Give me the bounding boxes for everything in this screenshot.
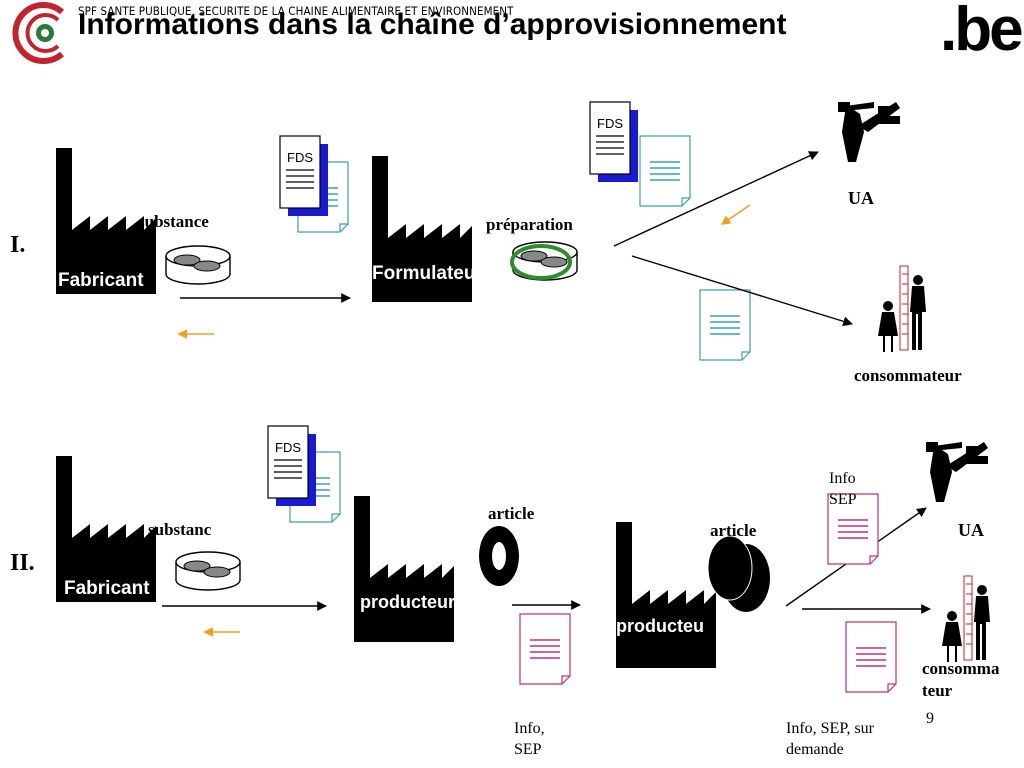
fabricant-label: Fabricant (58, 270, 144, 291)
fds-label: FDS (597, 116, 623, 131)
preparation-label: préparation (486, 215, 573, 234)
worker-icon (838, 102, 900, 162)
ua-label: UA (958, 520, 984, 540)
info-sep-demand-note: Info, SEP, sur demande (786, 720, 875, 758)
article-label: article (488, 504, 535, 523)
health-ministry-logo (12, 2, 64, 64)
document-icon (845, 621, 897, 693)
family-icon (941, 575, 991, 663)
section-one-label: I. (10, 232, 26, 258)
fabricant-label: Fabricant (64, 578, 150, 599)
substance-label: substance (138, 212, 209, 231)
section-two-label: II. (10, 550, 35, 576)
info-sep-note: Info SEP (829, 470, 857, 508)
selection-ring (510, 244, 572, 280)
feedback-arrow (720, 204, 751, 225)
fds-label: FDS (275, 440, 301, 455)
flow-arrow (631, 255, 853, 327)
producer-label: producteu (616, 616, 704, 636)
disc-article-icon (707, 535, 770, 612)
article-label: article (710, 521, 757, 540)
page-title: Informations dans la chaîne d’approvisio… (78, 8, 787, 41)
factory-icon (354, 496, 454, 642)
document-icon (589, 101, 639, 183)
fds-label: FDS (287, 150, 313, 165)
factory-icon (616, 522, 716, 668)
document-icon (699, 289, 751, 361)
family-icon (877, 265, 927, 353)
document-icon (519, 613, 571, 685)
substance-label: substanc (148, 520, 212, 539)
document-icon (279, 135, 329, 217)
document-icon (267, 425, 317, 507)
ring-article-icon (479, 526, 519, 586)
ministry-name: SPF SANTE PUBLIQUE, SECURITE DE LA CHAIN… (78, 4, 514, 18)
consumer-label: consommateur (854, 366, 962, 385)
be-logo: .be (940, 0, 1024, 64)
document-icon (639, 135, 691, 207)
consumer-label: consomma teur (922, 659, 1000, 700)
info-sep-note: Info, SEP (514, 720, 545, 758)
producer-label: producteur (360, 592, 456, 612)
flow-arrow (613, 151, 819, 247)
formulateur-label: Formulateur (372, 263, 483, 284)
petri-dish-icon (175, 551, 241, 591)
petri-dish-icon (165, 245, 231, 285)
worker-icon (926, 442, 988, 502)
page-number: 9 (926, 710, 934, 727)
ua-label: UA (848, 188, 874, 208)
